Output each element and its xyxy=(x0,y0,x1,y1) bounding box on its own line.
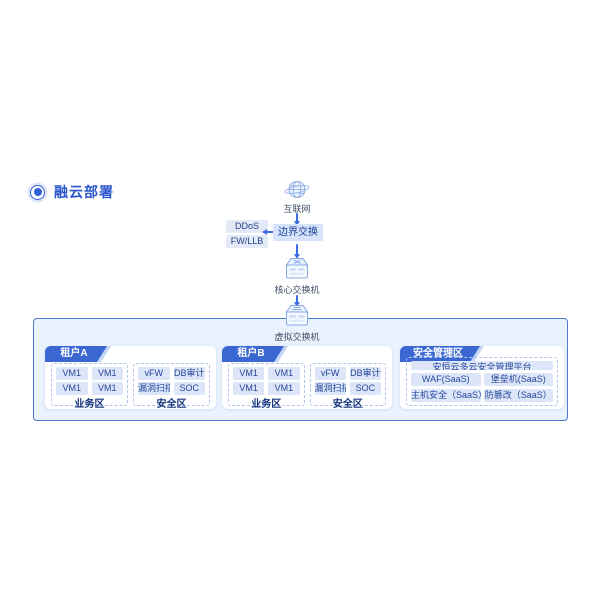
arrow-down-2 xyxy=(293,244,300,259)
management-zone-tab: 安全管理区 xyxy=(400,346,480,362)
security-node: DB审计 xyxy=(349,367,381,380)
saas-service-node: 防篡改（SaaS） xyxy=(483,389,553,402)
security-node: vFW xyxy=(138,367,170,380)
security-zone-label: 安全区 xyxy=(156,399,187,410)
network-flow: 互联网 DDoS FW/LLB 边界交换 核心交换机 虚拟交换机 xyxy=(220,178,374,343)
arrow-down-1 xyxy=(293,213,300,226)
edge-device-fw-llb: FW/LLB xyxy=(226,235,268,248)
target-icon xyxy=(30,184,45,200)
edge-device-ddos: DDoS xyxy=(226,220,268,233)
saas-service-node: 堡垒机(SaaS) xyxy=(483,373,553,386)
vm-node: VM1 xyxy=(91,382,123,395)
saas-service-node: 主机安全（SaaS） xyxy=(411,389,481,402)
core-switch-icon xyxy=(285,258,309,279)
tenant-a-business-zone: VM1 VM1 VM1 VM1 业务区 xyxy=(51,363,128,410)
saas-service-node: WAF(SaaS) xyxy=(411,373,481,386)
tenant-b-card: 租户B VM1 VM1 VM1 VM1 业务区 vFW DB审计 漏洞扫描 SO… xyxy=(222,346,392,410)
tenant-b-tab: 租户B xyxy=(222,346,284,362)
security-node: SOC xyxy=(349,382,381,395)
tenant-b-security-zone: vFW DB审计 漏洞扫描 SOC 安全区 xyxy=(309,363,386,410)
vm-node: VM1 xyxy=(56,382,88,395)
vm-node: VM1 xyxy=(91,367,123,380)
globe-icon xyxy=(284,181,310,198)
internet-label: 互联网 xyxy=(283,204,311,214)
tenant-a-tab: 租户A xyxy=(45,346,107,362)
vm-node: VM1 xyxy=(56,367,88,380)
management-zone-box: 安恒云多云安全管理平台 WAF(SaaS) 堡垒机(SaaS) 主机安全（Saa… xyxy=(406,357,558,406)
vm-node: VM1 xyxy=(268,382,300,395)
security-node: vFW xyxy=(314,367,346,380)
tenant-a-card: 租户A VM1 VM1 VM1 VM1 业务区 vFW DB审计 漏洞扫描 SO… xyxy=(45,346,216,410)
security-node: SOC xyxy=(173,382,205,395)
management-zone-card: 安全管理区 安恒云多云安全管理平台 WAF(SaaS) 堡垒机(SaaS) 主机… xyxy=(400,346,564,409)
business-zone-label: 业务区 xyxy=(74,399,105,410)
tenant-a-security-zone: vFW DB审计 漏洞扫描 SOC 安全区 xyxy=(133,363,210,410)
diagram-header: 融云部署 xyxy=(30,182,114,202)
arrow-left xyxy=(262,228,275,235)
vm-node: VM1 xyxy=(268,367,300,380)
vm-node: VM1 xyxy=(233,382,265,395)
virtual-switch-icon xyxy=(285,305,309,326)
core-switch-label: 核心交换机 xyxy=(274,285,320,295)
virtual-switch-label: 虚拟交换机 xyxy=(274,332,320,342)
tenant-b-business-zone: VM1 VM1 VM1 VM1 业务区 xyxy=(228,363,305,410)
arrow-down-3 xyxy=(293,295,300,307)
security-node: 漏洞扫描 xyxy=(314,382,346,395)
platform-node: 安恒云多云安全管理平台 xyxy=(411,361,553,370)
vm-node: VM1 xyxy=(233,367,265,380)
security-node: DB审计 xyxy=(173,367,205,380)
edge-switch-node: 边界交换 xyxy=(273,224,323,241)
security-node: 漏洞扫描 xyxy=(138,382,170,395)
cloud-resource-pool: 租户A VM1 VM1 VM1 VM1 业务区 vFW DB审计 漏洞扫描 SO… xyxy=(33,318,568,421)
page-title: 融云部署 xyxy=(54,184,114,200)
business-zone-label: 业务区 xyxy=(251,399,282,410)
security-zone-label: 安全区 xyxy=(332,399,363,410)
